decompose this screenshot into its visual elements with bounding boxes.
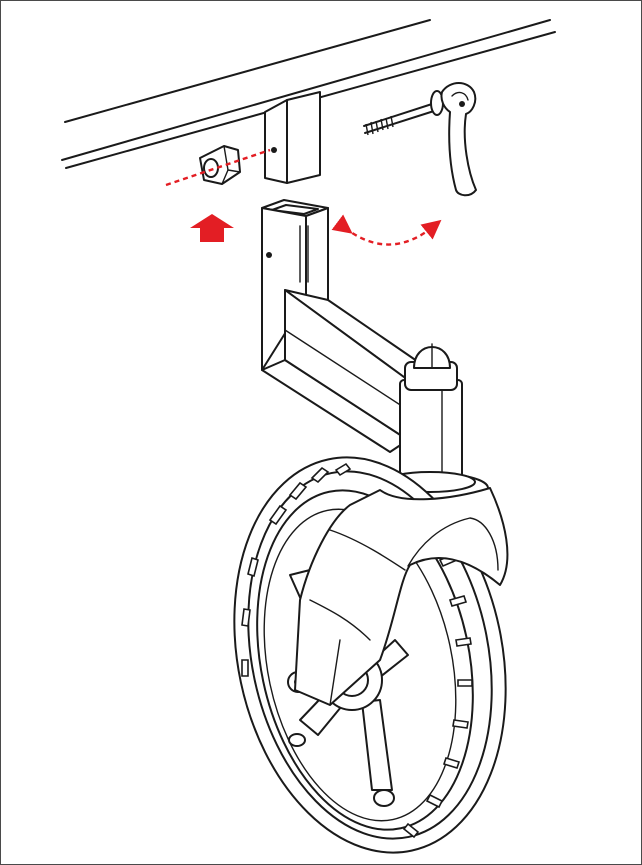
quick-release-skewer: [363, 82, 477, 197]
up-arrow-icon: [190, 214, 234, 242]
mounting-bracket: [264, 91, 321, 184]
front-wheel: [233, 456, 509, 854]
nut-cap: [199, 145, 241, 185]
swivel-wheel-mount: [261, 199, 489, 504]
dashed-guide-line: [165, 148, 271, 187]
curved-double-arrow-icon: [331, 214, 442, 246]
